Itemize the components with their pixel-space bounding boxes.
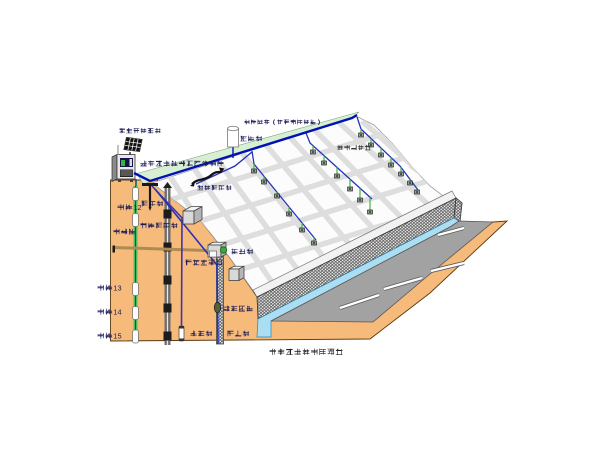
svg-text:1: 1 (133, 203, 137, 212)
svg-text:1: 1 (113, 332, 117, 341)
svg-text:5: 5 (118, 332, 122, 341)
svg-text:4: 4 (118, 308, 122, 317)
svg-text:1: 1 (113, 308, 117, 317)
svg-text:3: 3 (118, 284, 122, 293)
svg-text:1: 1 (113, 284, 117, 293)
svg-text:2: 2 (138, 203, 142, 212)
